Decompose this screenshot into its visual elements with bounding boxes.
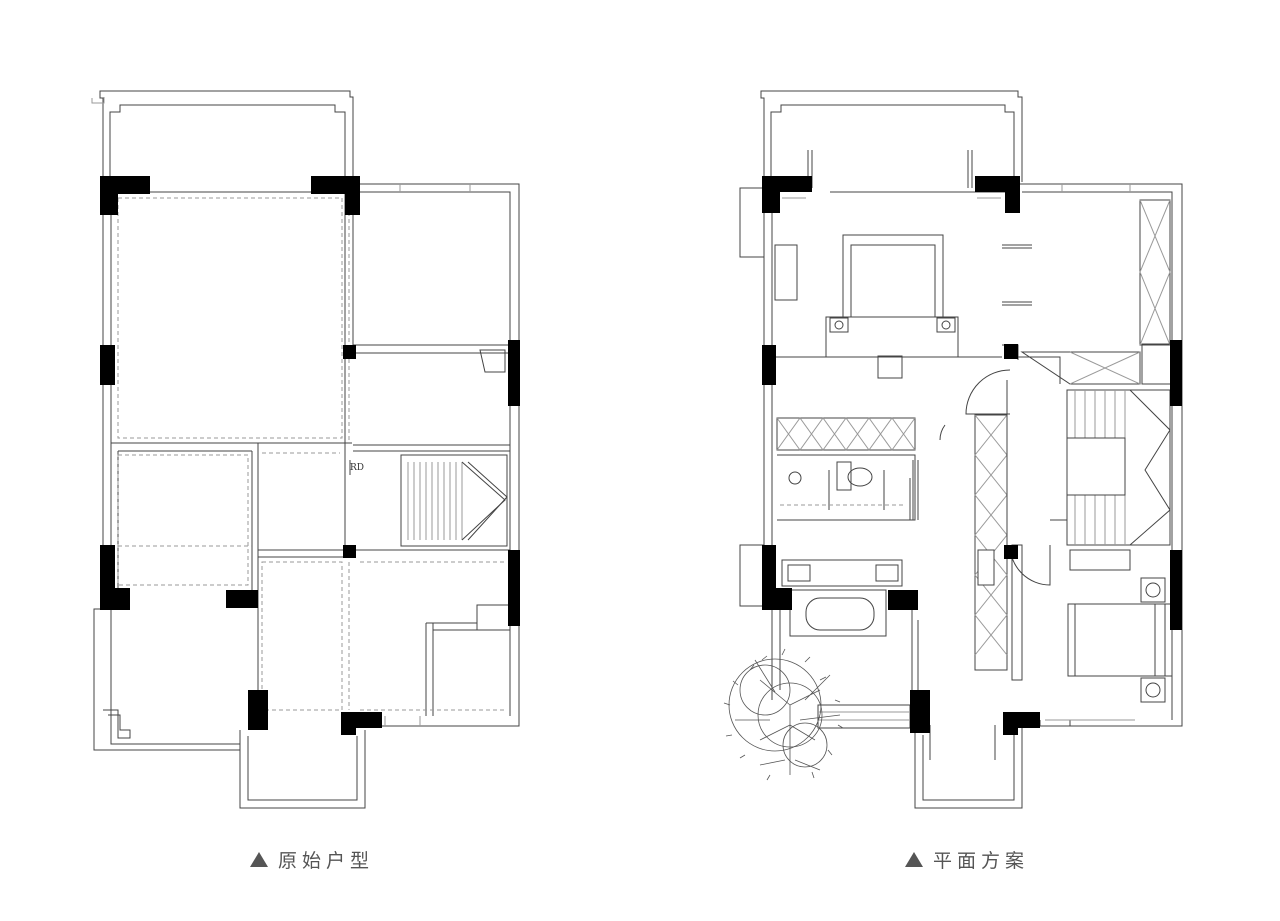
lower-balcony (93, 606, 421, 809)
triangle-up-icon (905, 851, 923, 867)
upper-terrace (91, 90, 354, 182)
master-bedroom (774, 234, 1032, 379)
original-floor-plan: RD (91, 90, 520, 809)
structural-columns (762, 176, 1182, 735)
caption-original-plan: 原始户型 (250, 843, 374, 875)
caption-text: 原始户型 (278, 849, 375, 872)
staircase (1050, 389, 1171, 571)
triangle-up-icon (250, 851, 268, 867)
closet (1020, 199, 1173, 385)
stair-direction-label: RD (350, 463, 364, 473)
interior-walls (111, 192, 511, 716)
staircase: RD (349, 454, 508, 547)
second-bedroom (1067, 577, 1173, 703)
caption-proposal-plan: 平面方案 (905, 843, 1029, 875)
upper-terrace (739, 90, 1023, 258)
proposal-floor-plan (723, 90, 1183, 809)
corridor (772, 344, 1061, 681)
exterior-walls (102, 181, 520, 727)
bathroom (776, 417, 919, 637)
beam-lines (117, 197, 505, 711)
structural-columns (100, 176, 520, 735)
tree-illustration (723, 648, 844, 781)
caption-text: 平面方案 (933, 849, 1030, 872)
